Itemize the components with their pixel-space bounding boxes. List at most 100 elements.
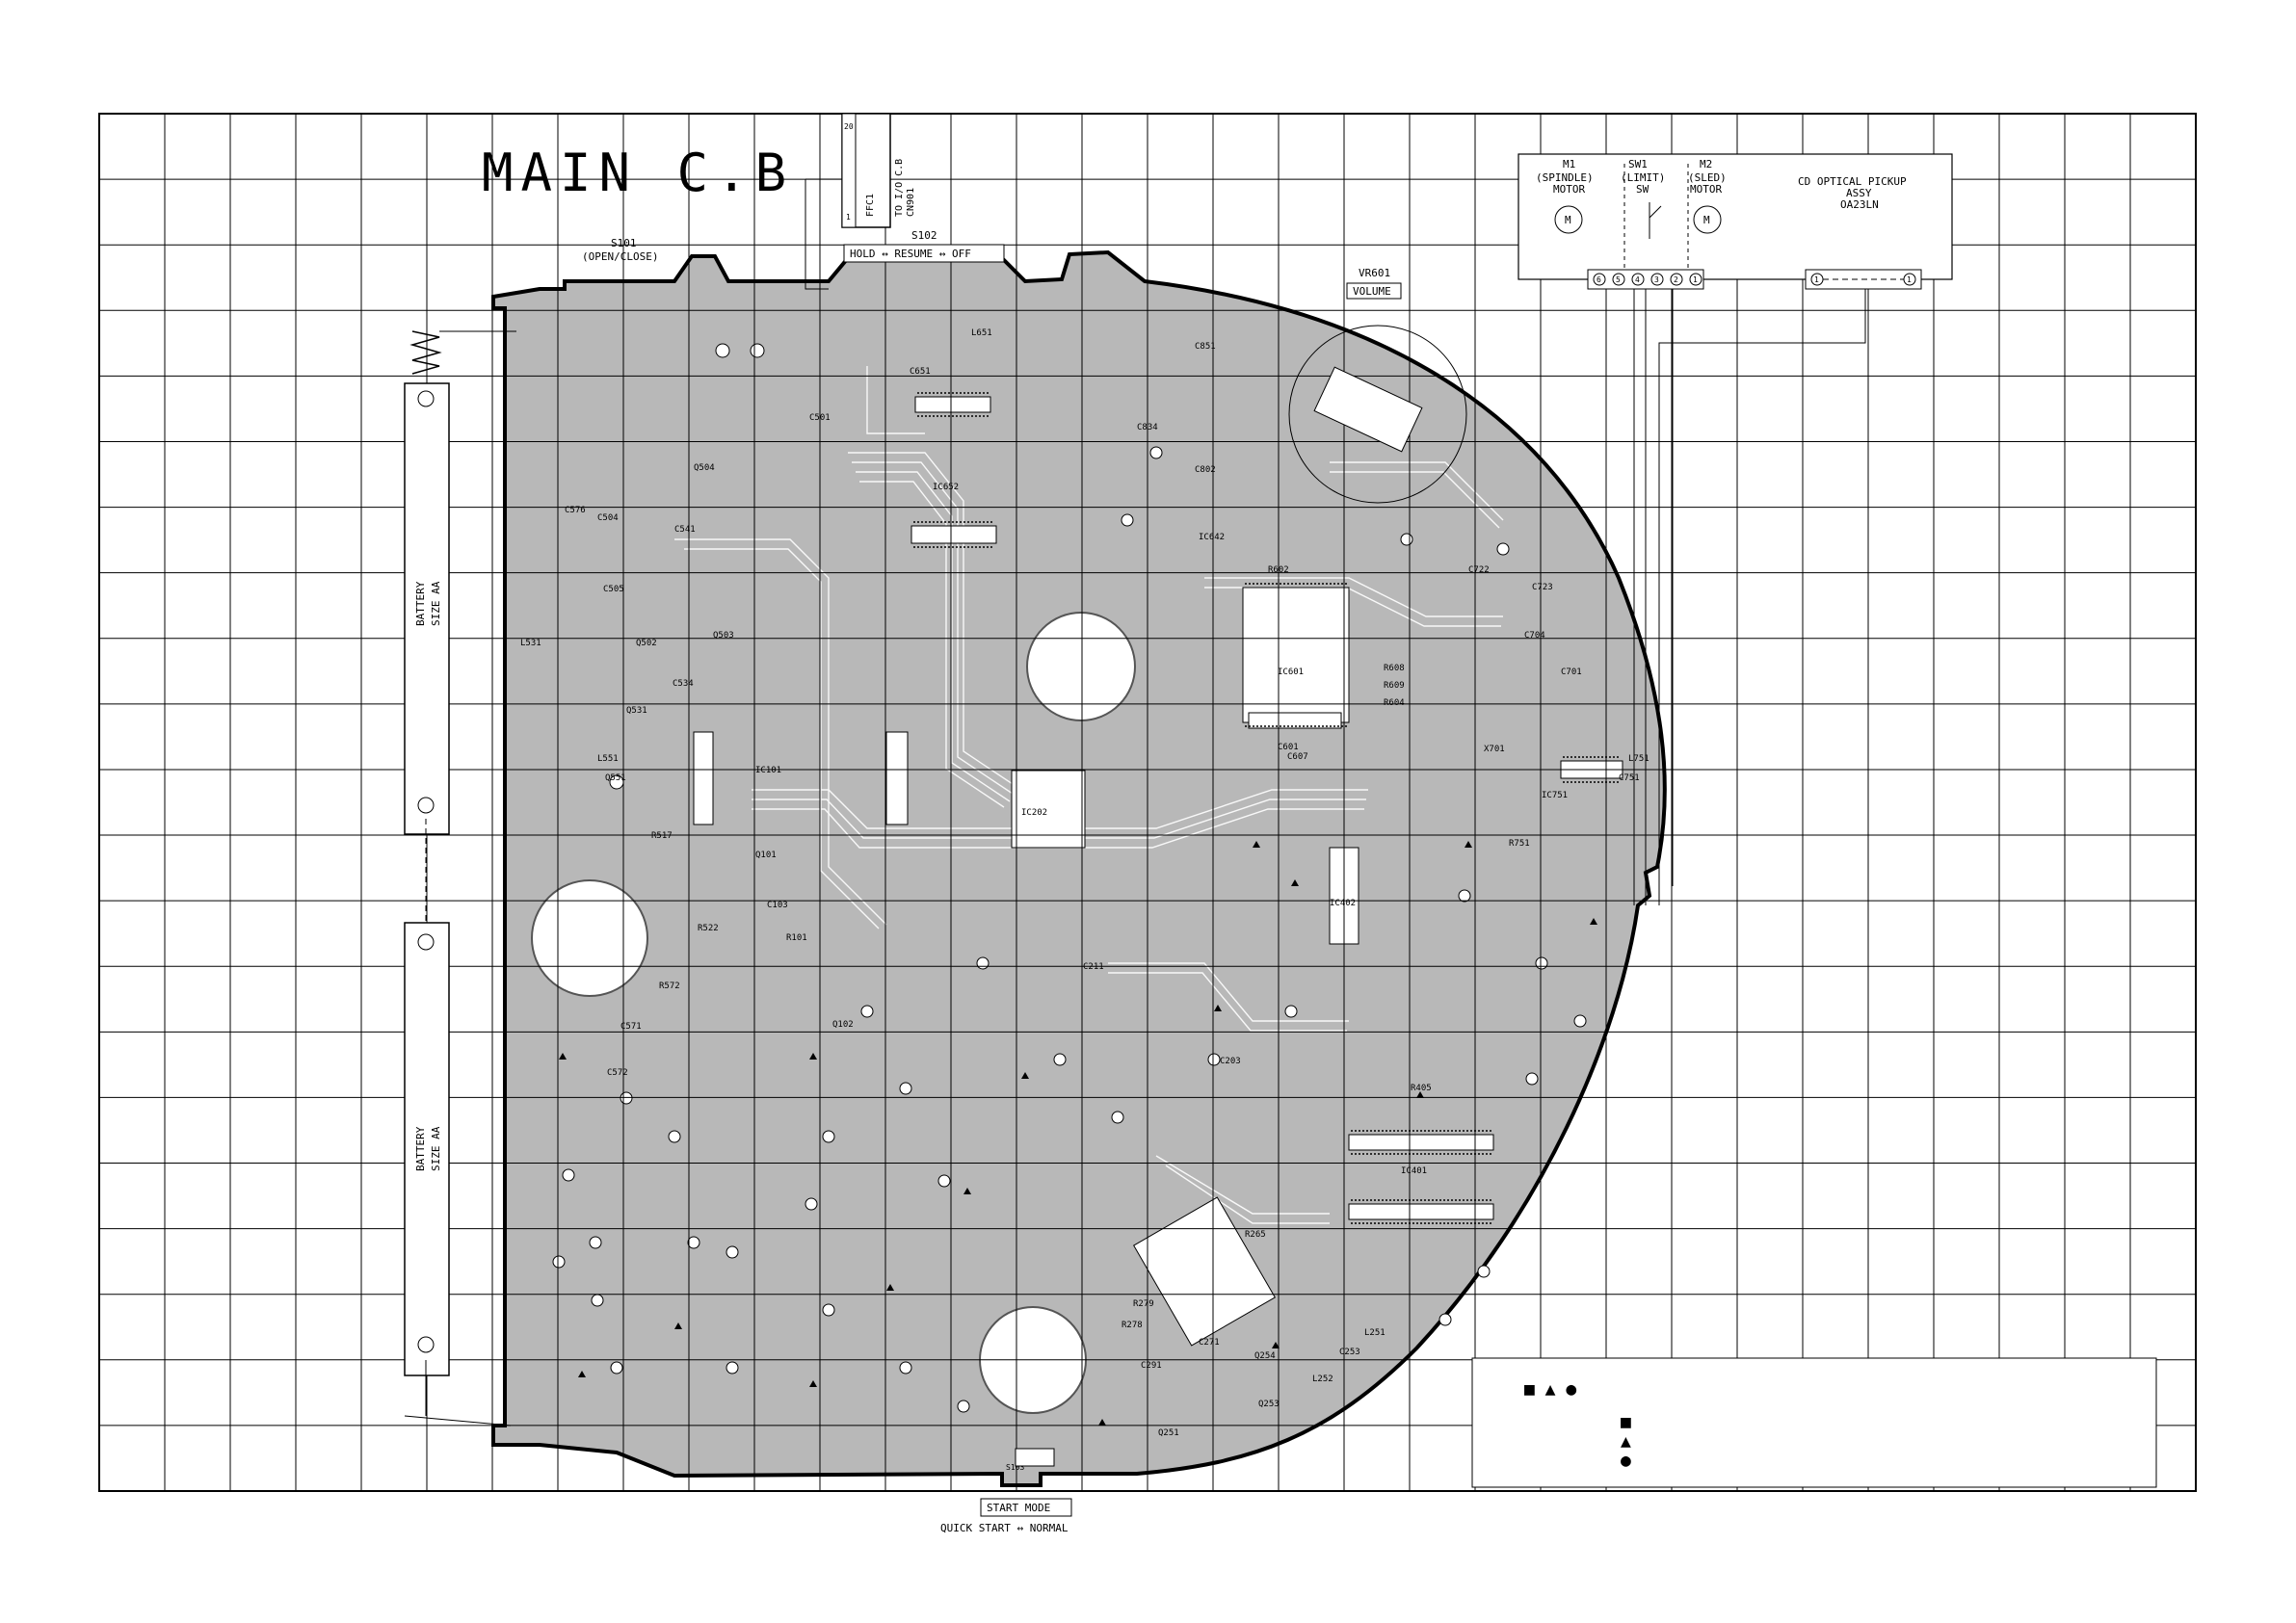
battery-holder-top: BATTERY SIZE AA xyxy=(404,330,516,923)
component-ref-label: C253 xyxy=(1339,1348,1360,1357)
component-ref-label: C271 xyxy=(1199,1338,1220,1348)
ffc1-connector: 20 1 FFC1 TO I/O C.B CN901 xyxy=(805,113,916,290)
component-ref-label: R572 xyxy=(659,982,680,991)
component-ref-label: C851 xyxy=(1195,342,1216,352)
component-ref-label: R751 xyxy=(1509,839,1530,849)
switch-s101-label: S101 (OPEN/CLOSE) xyxy=(582,237,658,263)
m1-symbol: M xyxy=(1565,214,1571,226)
pickup-connector-pin-number: 1 xyxy=(1693,275,1698,284)
component-ref-label: C607 xyxy=(1287,752,1308,762)
sw1-desc1: (LIMIT) xyxy=(1621,171,1665,184)
component-ref-label: R608 xyxy=(1384,664,1405,673)
hole-left xyxy=(531,879,648,997)
component-ref-label: C505 xyxy=(603,585,624,594)
component-ref-label: C571 xyxy=(620,1022,642,1032)
component-ref-label: R278 xyxy=(1122,1321,1143,1330)
ffc1-to-line2: CN901 xyxy=(906,188,916,217)
component-ref-label: Q502 xyxy=(636,639,657,648)
component-ref-label: Q531 xyxy=(626,706,647,716)
m2-ref: M2 xyxy=(1700,158,1712,170)
pickup-connector-pin xyxy=(1670,273,1683,286)
pickup-assy3: OA23LN xyxy=(1840,198,1879,211)
component-ref-label: C504 xyxy=(597,513,619,523)
component-ref-label: IC202 xyxy=(1021,808,1047,818)
pickup-connector-pin-number: 5 xyxy=(1616,275,1621,284)
component-ref-label: IC601 xyxy=(1278,668,1304,677)
component-ref-label: L251 xyxy=(1364,1328,1386,1338)
s103-ref: S103 xyxy=(1006,1463,1024,1472)
pickup-connector-pin xyxy=(1689,273,1702,286)
pickup-assy1: CD OPTICAL PICKUP xyxy=(1798,175,1907,188)
component-ref-label: C722 xyxy=(1468,565,1490,575)
s102-ref: S102 xyxy=(911,229,937,242)
pickup-connector-pin xyxy=(1650,273,1664,286)
battery-top-label2: SIZE AA xyxy=(430,581,442,626)
component-labels: Q504C501IC652C651L651C834C802C851IC642R6… xyxy=(520,328,1649,1438)
spindle-motor-icon xyxy=(1554,205,1583,234)
component-ref-label: R602 xyxy=(1268,565,1289,575)
switch-s102-label: S102 HOLD ↔ RESUME ↔ OFF xyxy=(843,229,1005,263)
component-ref-label: C802 xyxy=(1195,465,1216,475)
component-ref-label: IC642 xyxy=(1199,533,1225,542)
legend-box: ■ ▲ ● ■ ▲ ● xyxy=(1471,1357,2157,1488)
start-mode-desc: QUICK START ↔ NORMAL xyxy=(940,1522,1069,1534)
component-ref-label: L252 xyxy=(1312,1374,1333,1384)
component-ref-label: Q102 xyxy=(832,1020,854,1030)
m2-desc2: MOTOR xyxy=(1690,183,1722,196)
pcb-board xyxy=(491,249,1667,1487)
component-ref-label: C723 xyxy=(1532,583,1553,592)
hole-center xyxy=(1026,612,1136,721)
component-ref-label: C651 xyxy=(910,367,931,377)
ffc1-pin-top: 20 xyxy=(844,122,854,131)
component-ref-label: R609 xyxy=(1384,681,1405,691)
pickup-assy2: ASSY xyxy=(1846,187,1872,199)
cd-pickup-block: M1 (SPINDLE) MOTOR SW1 (LIMIT) SW M2 (SL… xyxy=(1517,153,1953,905)
m1-ref: M1 xyxy=(1563,158,1575,170)
component-ref-label: C834 xyxy=(1137,423,1158,432)
start-mode-text: START MODE xyxy=(987,1502,1050,1514)
pickup-connector-pin-number: 3 xyxy=(1654,275,1659,284)
component-ref-label: Q254 xyxy=(1254,1351,1276,1361)
pickup-connector-pin xyxy=(1612,273,1625,286)
component-ref-label: C541 xyxy=(674,525,696,535)
battery-holder-bottom: BATTERY SIZE AA xyxy=(404,922,512,1427)
component-ref-label: R101 xyxy=(786,933,807,943)
ffc1-to-line1: TO I/O C.B xyxy=(894,159,905,217)
legend-square: ■ xyxy=(1621,1412,1631,1432)
component-ref-label: IC101 xyxy=(755,766,781,775)
s103-switch-body xyxy=(1015,1448,1055,1467)
sw1-ref: SW1 xyxy=(1628,158,1648,170)
component-ref-label: Q551 xyxy=(605,773,626,783)
grid-lines xyxy=(99,114,2196,1491)
sled-motor-icon xyxy=(1693,205,1722,234)
component-ref-label: Q251 xyxy=(1158,1428,1179,1438)
m1-desc1: (SPINDLE) xyxy=(1536,171,1594,184)
component-ref-label: L551 xyxy=(597,754,619,764)
m2-symbol: M xyxy=(1703,214,1710,226)
component-ref-label: R265 xyxy=(1245,1230,1266,1240)
legend-triangle: ▲ xyxy=(1621,1431,1631,1452)
component-ref-label: L751 xyxy=(1628,754,1649,764)
component-ref-label: R517 xyxy=(651,831,673,841)
component-ref-label: C701 xyxy=(1561,668,1582,677)
s102-box xyxy=(843,244,1005,263)
component-ref-label: L651 xyxy=(971,328,992,338)
component-ref-label: X701 xyxy=(1484,745,1505,754)
component-ref-label: C601 xyxy=(1278,743,1299,752)
component-ref-label: R604 xyxy=(1384,698,1405,708)
vr601-ref: VR601 xyxy=(1359,267,1390,279)
s101-ref: S101 xyxy=(611,237,637,249)
component-ref-label: C291 xyxy=(1141,1361,1162,1371)
s102-box-text: HOLD ↔ RESUME ↔ OFF xyxy=(850,248,971,260)
volume-vr601: VR601 VOLUME xyxy=(1288,267,1467,504)
legend-row1: ■ ▲ ● xyxy=(1524,1379,1576,1400)
vr601-box xyxy=(1346,282,1402,300)
ffc1-label: FFC1 xyxy=(865,194,876,217)
ffc1-pin-bottom: 1 xyxy=(846,213,851,222)
component-ref-label: C203 xyxy=(1220,1057,1241,1066)
sw1-desc2: SW xyxy=(1636,183,1649,196)
pickup-connector-pin xyxy=(1631,273,1645,286)
pickup-pin-left: 1 xyxy=(1814,275,1819,284)
component-ref-label: C704 xyxy=(1524,631,1545,641)
component-ref-label: R279 xyxy=(1133,1299,1154,1309)
